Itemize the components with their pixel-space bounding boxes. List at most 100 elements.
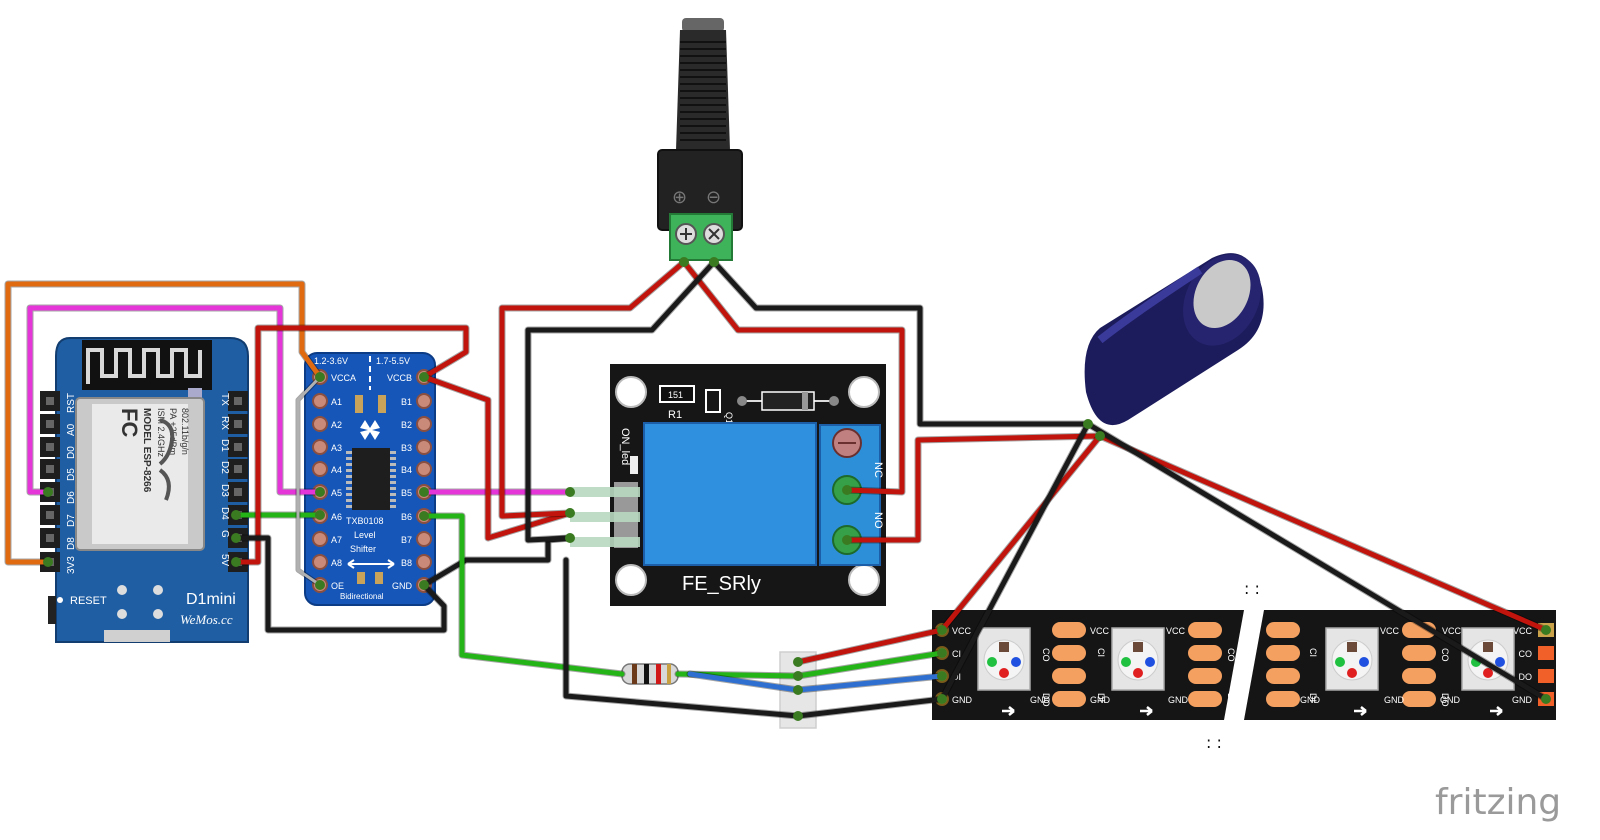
ls-left-pin-label: VCCA — [331, 373, 356, 383]
wire-junction — [419, 580, 429, 590]
strip-solder-pad — [1052, 645, 1086, 661]
strip-pad-gnd: GND — [1440, 695, 1461, 705]
relay-module: 151 R1 Q1 ON_led NC NO FE_SRly — [570, 364, 886, 606]
wire-junction — [315, 510, 325, 520]
strip-pad-di: DI — [1308, 693, 1318, 702]
wire-red-cap-strip-end — [1097, 433, 1549, 633]
ls-right-pad — [416, 393, 432, 409]
strip-solder-pad — [1266, 668, 1300, 684]
wire-green-b6-resistor — [421, 513, 625, 677]
strip-pad-ci: CI — [1308, 648, 1318, 657]
ls-right-pin-label: B6 — [401, 512, 412, 522]
wire-junction — [315, 580, 325, 590]
wire-junction — [565, 533, 575, 543]
strip-break-dots-top: : : — [1244, 579, 1260, 598]
strip-solder-pad — [1188, 622, 1222, 638]
jack-minus-icon: ⊖ — [706, 187, 721, 208]
wire-magenta-d6-a5 — [27, 305, 323, 495]
wire-black-g-gnd — [233, 535, 447, 633]
ls-right-pin-label: B8 — [401, 558, 412, 568]
wire-junction — [565, 487, 575, 497]
strip-solder-pad — [1266, 622, 1300, 638]
ls-left-pad — [312, 393, 328, 409]
strip-pad-vcc: VCC — [1090, 626, 1110, 636]
txb0108-chip — [352, 448, 390, 510]
strip-solder-pad — [1188, 645, 1222, 661]
adafruit-flower-icon — [360, 420, 380, 440]
strip-solder-pad — [1266, 645, 1300, 661]
ls-right-pad — [416, 461, 432, 477]
ls-right-pin-label: B4 — [401, 465, 412, 475]
ls-left-pad — [312, 554, 328, 570]
strip-left-pin-label: GND — [952, 695, 973, 705]
ls-right-pad — [416, 416, 432, 432]
d1-right-pin-label: D2 — [219, 461, 230, 474]
d1-site-label: WeMos.cc — [180, 612, 233, 627]
strip-break-dots-bottom: : : — [1206, 733, 1222, 752]
d1-left-pin-label: 3V3 — [66, 556, 77, 574]
electrolytic-capacitor — [1084, 253, 1264, 426]
direction-arrow-icon — [1490, 706, 1503, 716]
ls-right-pin-label: GND — [392, 581, 413, 591]
strip-solder-pad — [1188, 691, 1222, 707]
ls-left-pin-label: A7 — [331, 535, 342, 545]
direction-arrow-icon — [1002, 706, 1015, 716]
wire-red-jack-nc — [681, 259, 905, 495]
wire-junction — [937, 625, 947, 635]
wire-red-5v-vccb — [233, 325, 469, 565]
strip-pad-vcc: VCC — [1442, 626, 1462, 636]
wire-orange-3v3-vcca — [5, 281, 323, 565]
ls-right-pin-label: B3 — [401, 443, 412, 453]
wire-junction — [842, 535, 852, 545]
wires — [4, 257, 1551, 721]
esp-model-line: MODEL ESP-8266 — [141, 408, 152, 493]
ls-left-pad — [312, 439, 328, 455]
relay-r1-code: 151 — [668, 390, 683, 400]
ls-right-pad — [416, 439, 432, 455]
d1-right-pin-label: RX — [219, 416, 230, 430]
wire-junction — [43, 557, 53, 567]
wire-junction — [231, 510, 241, 520]
relay-name: FE_SRly — [682, 573, 761, 595]
d1-left-pin-label: D8 — [66, 537, 77, 550]
ls-left-pad — [312, 531, 328, 547]
strip-pad-vcc: VCC — [1166, 626, 1186, 636]
strip-pad-do: DO — [1440, 693, 1450, 707]
relay-nc-label: NC — [872, 462, 884, 478]
direction-arrow-icon — [1354, 706, 1367, 716]
ls-right-pin-label: B5 — [401, 488, 412, 498]
wire-junction — [419, 487, 429, 497]
d1-left-pin-label: D5 — [66, 468, 77, 481]
wire-junction — [679, 257, 689, 267]
strip-solder-pad — [1266, 691, 1300, 707]
strip-pad-do: DO — [1041, 693, 1051, 707]
wire-black-gnd-relay — [421, 535, 573, 588]
d1-name-label: D1mini — [186, 591, 236, 608]
d1-right-pin-label: 5V — [219, 554, 230, 567]
wire-junction — [315, 372, 325, 382]
strip-left-pin-label: CI — [952, 649, 961, 659]
strip-solder-pad — [1402, 668, 1436, 684]
wire-black-jack-cap — [711, 259, 1091, 427]
direction-arrow-icon — [1140, 706, 1153, 716]
d1-left-pin-label: A0 — [66, 423, 77, 436]
ls-right-pin-label: VCCB — [387, 373, 412, 383]
ls-line2: Shifter — [350, 544, 376, 554]
ls-footer: Bidirectional — [340, 592, 384, 601]
esp-brand-fc: FC — [117, 408, 142, 437]
strip-pad-gnd: GND — [1030, 695, 1051, 705]
ls-left-pad — [312, 416, 328, 432]
ls-chip-label: TXB0108 — [346, 516, 384, 526]
strip-pad-gnd: GND — [1168, 695, 1189, 705]
strip-pad-co: CO — [1226, 648, 1236, 662]
strip-pad-vcc: VCC — [1380, 626, 1400, 636]
jack-plus-icon: ⊕ — [672, 187, 687, 208]
wire-junction — [1541, 694, 1551, 704]
wire-gray-oe — [296, 375, 322, 587]
ls-left-pin-label: A2 — [331, 420, 342, 430]
d1-right-pin-label: D4 — [219, 507, 230, 520]
strip-pad-co: CO — [1440, 648, 1450, 662]
wire-red-connector-vcc — [795, 627, 945, 665]
